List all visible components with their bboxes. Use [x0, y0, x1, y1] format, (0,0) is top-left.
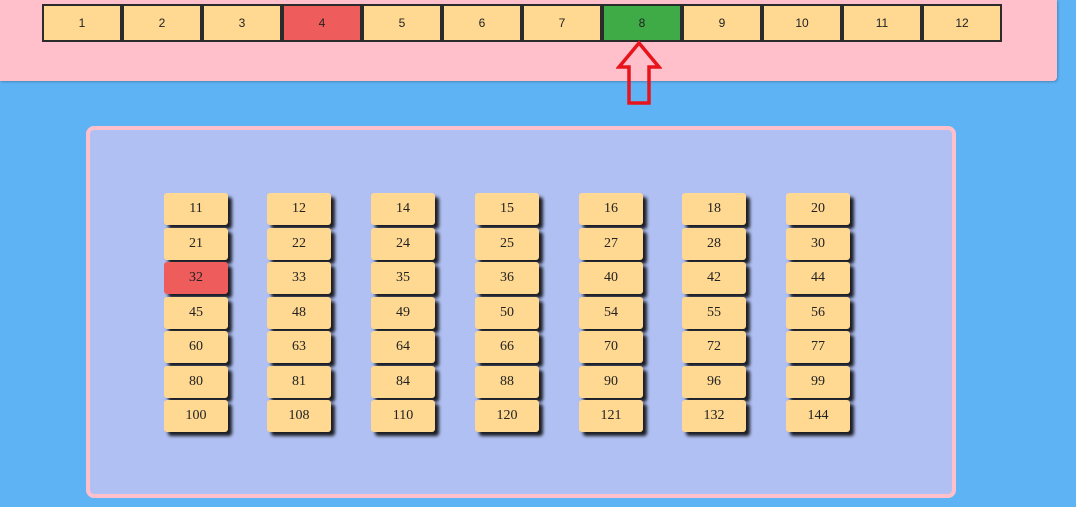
number-tile-11[interactable]: 11: [164, 193, 228, 225]
number-tile-80[interactable]: 80: [164, 365, 228, 398]
number-tile-33[interactable]: 33: [267, 262, 331, 294]
number-tile-28[interactable]: 28: [682, 227, 746, 260]
number-tile-24[interactable]: 24: [371, 227, 435, 260]
number-tile-81[interactable]: 81: [267, 365, 331, 398]
number-tile-64[interactable]: 64: [371, 331, 435, 363]
number-tile-90[interactable]: 90: [579, 365, 643, 398]
number-tile-45[interactable]: 45: [164, 296, 228, 329]
strip-cell-12[interactable]: 12: [922, 4, 1002, 42]
number-tile-63[interactable]: 63: [267, 331, 331, 363]
number-tile-25[interactable]: 25: [475, 227, 539, 260]
strip-cell-3[interactable]: 3: [202, 4, 282, 42]
number-tile-15[interactable]: 15: [475, 193, 539, 225]
number-tile-30[interactable]: 30: [786, 227, 850, 260]
strip-cell-2[interactable]: 2: [122, 4, 202, 42]
number-tile-16[interactable]: 16: [579, 193, 643, 225]
number-tile-99[interactable]: 99: [786, 365, 850, 398]
number-tile-55[interactable]: 55: [682, 296, 746, 329]
strip-cell-5[interactable]: 5: [362, 4, 442, 42]
strip-cell-8[interactable]: 8: [602, 4, 682, 42]
number-tile-96[interactable]: 96: [682, 365, 746, 398]
strip-cell-1[interactable]: 1: [42, 4, 122, 42]
number-tile-32[interactable]: 32: [164, 262, 228, 294]
number-tile-50[interactable]: 50: [475, 296, 539, 329]
number-tile-22[interactable]: 22: [267, 227, 331, 260]
number-tile-36[interactable]: 36: [475, 262, 539, 294]
number-tile-120[interactable]: 120: [475, 400, 539, 432]
number-tile-88[interactable]: 88: [475, 365, 539, 398]
number-tile-56[interactable]: 56: [786, 296, 850, 329]
number-tile-18[interactable]: 18: [682, 193, 746, 225]
number-tile-66[interactable]: 66: [475, 331, 539, 363]
number-tile-42[interactable]: 42: [682, 262, 746, 294]
number-tile-20[interactable]: 20: [786, 193, 850, 225]
number-tile-84[interactable]: 84: [371, 365, 435, 398]
number-tile-144[interactable]: 144: [786, 400, 850, 432]
number-tile-27[interactable]: 27: [579, 227, 643, 260]
number-tile-44[interactable]: 44: [786, 262, 850, 294]
number-tile-14[interactable]: 14: [371, 193, 435, 225]
number-tile-121[interactable]: 121: [579, 400, 643, 432]
number-tile-70[interactable]: 70: [579, 331, 643, 363]
strip-cell-4[interactable]: 4: [282, 4, 362, 42]
number-tile-48[interactable]: 48: [267, 296, 331, 329]
strip-cell-9[interactable]: 9: [682, 4, 762, 42]
number-tile-21[interactable]: 21: [164, 227, 228, 260]
number-tile-72[interactable]: 72: [682, 331, 746, 363]
strip-cell-10[interactable]: 10: [762, 4, 842, 42]
strip-cell-11[interactable]: 11: [842, 4, 922, 42]
up-arrow-icon: [616, 40, 662, 105]
number-tile-108[interactable]: 108: [267, 400, 331, 432]
number-tile-132[interactable]: 132: [682, 400, 746, 432]
number-tile-54[interactable]: 54: [579, 296, 643, 329]
number-tile-49[interactable]: 49: [371, 296, 435, 329]
number-tile-77[interactable]: 77: [786, 331, 850, 363]
number-tile-100[interactable]: 100: [164, 400, 228, 432]
number-tile-110[interactable]: 110: [371, 400, 435, 432]
strip-cell-6[interactable]: 6: [442, 4, 522, 42]
number-tile-12[interactable]: 12: [267, 193, 331, 225]
number-tile-35[interactable]: 35: [371, 262, 435, 294]
number-tile-60[interactable]: 60: [164, 331, 228, 363]
strip-cell-7[interactable]: 7: [522, 4, 602, 42]
number-tile-40[interactable]: 40: [579, 262, 643, 294]
